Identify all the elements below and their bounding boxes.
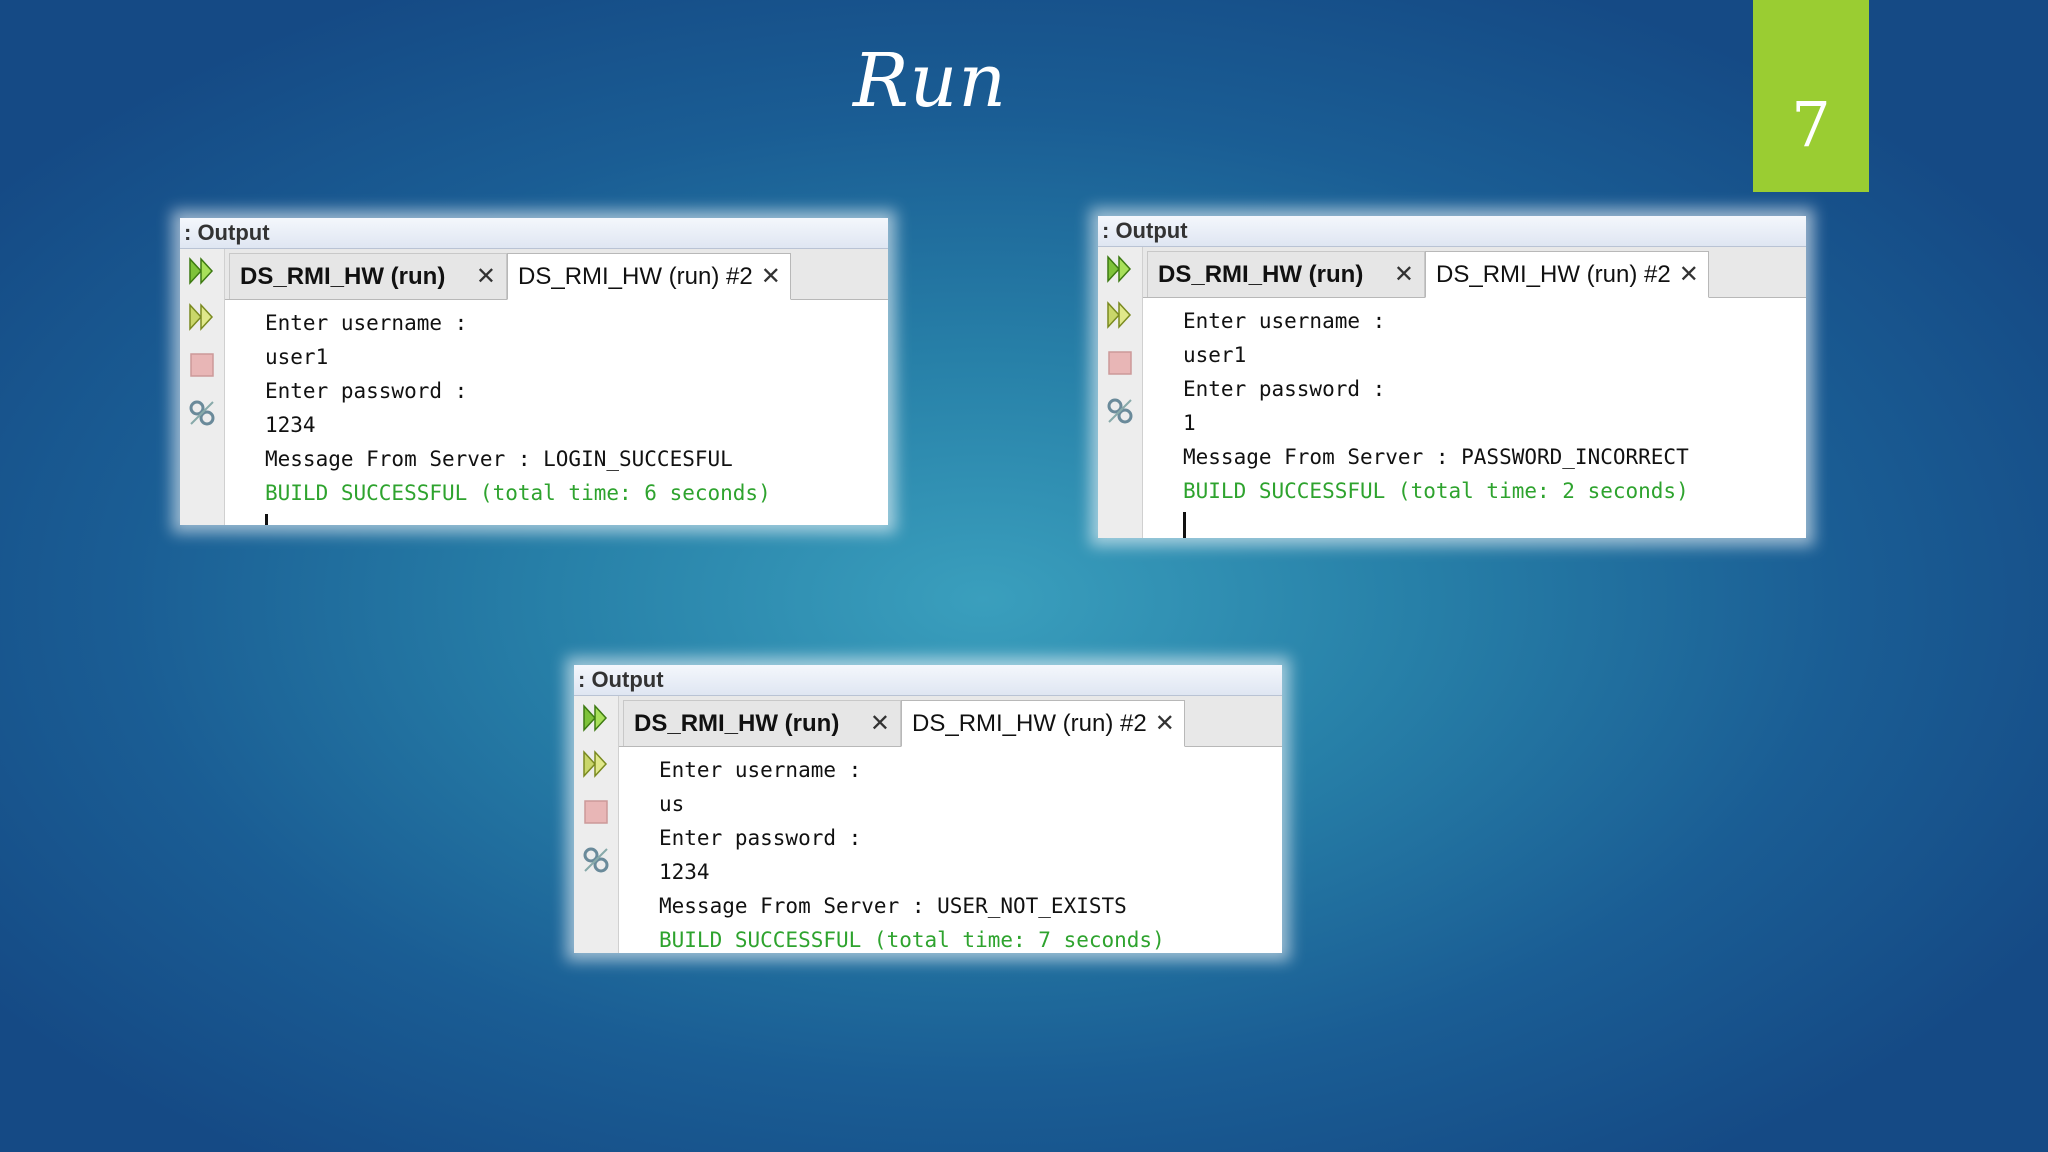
tab-label: DS_RMI_HW (run) (240, 262, 446, 290)
stop-icon[interactable] (1104, 347, 1136, 379)
tab-label: DS_RMI_HW (run) #2 (912, 709, 1147, 737)
text-caret (1183, 512, 1186, 538)
tab-run-2[interactable]: DS_RMI_HW (run) #2 ✕ (901, 700, 1185, 747)
build-status-line: BUILD SUCCESSFUL (total time: 7 seconds) (659, 928, 1165, 952)
output-tab-strip: DS_RMI_HW (run) ✕ DS_RMI_HW (run) #2 ✕ (1143, 247, 1806, 298)
console-line: user1 (265, 345, 329, 369)
tab-run-2[interactable]: DS_RMI_HW (run) #2 ✕ (507, 253, 791, 300)
settings-icon[interactable] (186, 397, 218, 429)
tab-label: DS_RMI_HW (run) (1158, 260, 1364, 288)
console-line: Enter username : (1183, 309, 1386, 333)
output-side-toolbar (1098, 247, 1143, 538)
tab-label: DS_RMI_HW (run) (634, 709, 840, 737)
text-caret (265, 514, 268, 525)
tab-run-2[interactable]: DS_RMI_HW (run) #2 ✕ (1425, 251, 1709, 298)
settings-icon[interactable] (580, 844, 612, 876)
output-side-toolbar (574, 696, 619, 953)
console-line: Message From Server : LOGIN_SUCCESFUL (265, 447, 733, 471)
rerun-icon[interactable] (1104, 253, 1136, 285)
close-icon[interactable]: ✕ (475, 263, 496, 290)
output-panel: : Output DS_RMI_HW (run) ✕ DS_RMI_HW (run… (574, 665, 1282, 953)
tab-label: DS_RMI_HW (run) #2 (1436, 260, 1671, 288)
close-icon[interactable]: ✕ (1678, 261, 1699, 288)
console-output[interactable]: Enter username : user1 Enter password : … (1143, 298, 1806, 538)
console-line: Enter username : (659, 758, 862, 782)
tab-run[interactable]: DS_RMI_HW (run) ✕ (623, 700, 901, 746)
close-icon[interactable]: ✕ (1393, 261, 1414, 288)
console-line: Enter password : (1183, 377, 1386, 401)
close-icon[interactable]: ✕ (869, 710, 890, 737)
console-line: 1 (1183, 411, 1196, 435)
output-panel-header: : Output (180, 218, 888, 249)
output-panel: : Output DS_RMI_HW (run) ✕ DS_RMI_HW (run… (180, 218, 888, 525)
console-output[interactable]: Enter username : us Enter password : 123… (619, 747, 1282, 953)
tab-label: DS_RMI_HW (run) #2 (518, 262, 753, 290)
console-line: Enter password : (659, 826, 862, 850)
tab-run[interactable]: DS_RMI_HW (run) ✕ (1147, 251, 1425, 297)
stop-icon[interactable] (186, 349, 218, 381)
close-icon[interactable]: ✕ (760, 263, 781, 290)
stop-icon[interactable] (580, 796, 612, 828)
console-line: user1 (1183, 343, 1247, 367)
rerun-icon[interactable] (186, 255, 218, 287)
output-tab-strip: DS_RMI_HW (run) ✕ DS_RMI_HW (run) #2 ✕ (619, 696, 1282, 747)
console-line: 1234 (265, 413, 316, 437)
console-line: Message From Server : PASSWORD_INCORRECT (1183, 445, 1689, 469)
rerun-with-params-icon[interactable] (186, 301, 218, 333)
output-panel-header: : Output (574, 665, 1282, 696)
rerun-with-params-icon[interactable] (580, 748, 612, 780)
tab-run[interactable]: DS_RMI_HW (run) ✕ (229, 253, 507, 299)
slide-title: Run (852, 38, 1008, 124)
output-tab-strip: DS_RMI_HW (run) ✕ DS_RMI_HW (run) #2 ✕ (225, 249, 888, 300)
settings-icon[interactable] (1104, 395, 1136, 427)
build-status-line: BUILD SUCCESSFUL (total time: 6 seconds) (265, 481, 771, 505)
console-line: 1234 (659, 860, 710, 884)
console-output[interactable]: Enter username : user1 Enter password : … (225, 300, 888, 525)
console-line: us (659, 792, 685, 816)
page-number-badge: 7 (1753, 0, 1869, 192)
output-panel-header: : Output (1098, 216, 1806, 247)
output-panel: : Output DS_RMI_HW (run) ✕ DS_RMI_HW (run… (1098, 216, 1806, 538)
console-line: Enter password : (265, 379, 468, 403)
rerun-icon[interactable] (580, 702, 612, 734)
close-icon[interactable]: ✕ (1154, 710, 1175, 737)
rerun-with-params-icon[interactable] (1104, 299, 1136, 331)
console-line: Enter username : (265, 311, 468, 335)
console-line: Message From Server : USER_NOT_EXISTS (659, 894, 1127, 918)
build-status-line: BUILD SUCCESSFUL (total time: 2 seconds) (1183, 479, 1689, 503)
output-side-toolbar (180, 249, 225, 525)
